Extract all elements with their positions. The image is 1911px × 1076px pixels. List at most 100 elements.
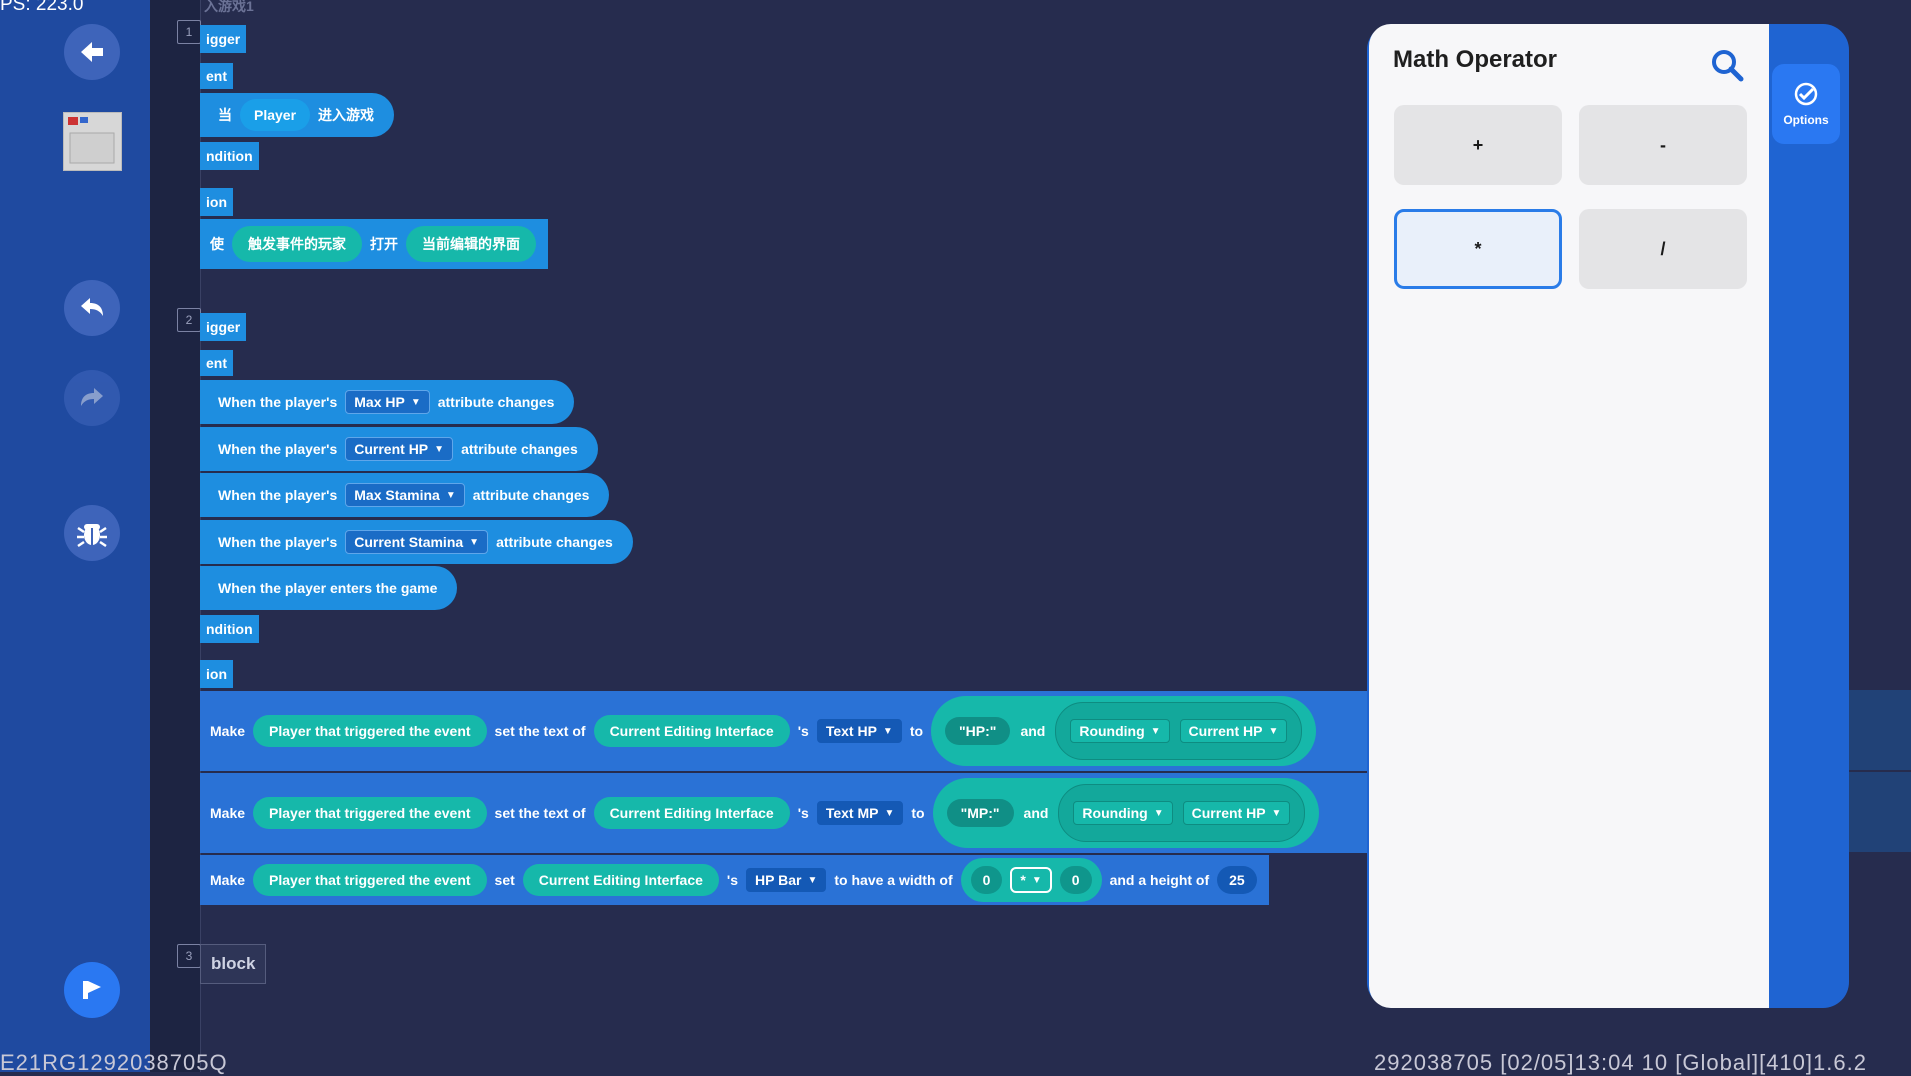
math-block[interactable]: 0 *▼ 0 — [960, 858, 1102, 902]
event-prefix: When the player's — [218, 441, 338, 457]
event-header-2[interactable]: ent — [200, 350, 233, 376]
func-value: Rounding — [1079, 723, 1145, 739]
play-flag-icon — [83, 981, 101, 999]
event-text: When the player enters the game — [218, 580, 438, 596]
rounding-block[interactable]: Rounding ▼ Current HP▼ — [1058, 784, 1306, 842]
attr-dropdown[interactable]: Current Stamina▼ — [345, 530, 489, 554]
action-set-text-hp[interactable]: Make Player that triggered the event set… — [200, 691, 1372, 771]
concat-block[interactable]: "MP:" and Rounding ▼ Current HP▼ — [932, 778, 1320, 848]
event-block-enter-cn[interactable]: 当 Player 进入游戏 — [200, 93, 395, 137]
operand-b[interactable]: 0 — [1059, 866, 1092, 894]
action-header-2[interactable]: ion — [200, 660, 233, 688]
offscreen-block-remnant — [1849, 690, 1911, 770]
current-ui-chip[interactable]: Current Editing Interface — [593, 715, 790, 747]
attr-dropdown[interactable]: Max HP▼ — [345, 390, 430, 414]
attr-dropdown[interactable]: Current HP▼ — [1182, 801, 1291, 825]
section-number-2: 2 — [177, 308, 201, 332]
event-max-hp[interactable]: When the player's Max HP▼ attribute chan… — [200, 380, 575, 424]
trigger-player-chip[interactable]: Player that triggered the event — [253, 715, 487, 747]
string-literal[interactable]: "HP:" — [945, 717, 1011, 745]
set-label: set — [494, 872, 515, 888]
current-ui-chip[interactable]: 当前编辑的界面 — [406, 226, 536, 262]
height-label: and a height of — [1109, 872, 1210, 888]
rounding-block[interactable]: Rounding ▼ Current HP▼ — [1055, 702, 1303, 760]
fps-counter: PS: 223.0 — [0, 0, 84, 15]
map-thumbnail[interactable] — [63, 112, 122, 171]
event-current-hp[interactable]: When the player's Current HP▼ attribute … — [200, 427, 598, 471]
caret-down-icon: ▼ — [1150, 725, 1161, 737]
event-prefix: When the player's — [218, 534, 338, 550]
back-button[interactable] — [64, 24, 120, 80]
player-chip[interactable]: Player — [240, 99, 311, 131]
field-dropdown[interactable]: Text MP▼ — [816, 801, 904, 825]
event-max-stamina[interactable]: When the player's Max Stamina▼ attribute… — [200, 473, 610, 517]
attr-value: Max Stamina — [354, 487, 440, 503]
set-text-label: set the text of — [494, 723, 586, 739]
and-label: and — [1023, 805, 1049, 821]
trigger-player-chip[interactable]: Player that triggered the event — [253, 797, 487, 829]
section-1-title: 入游戏1 — [204, 0, 254, 14]
trigger-player-chip[interactable]: 触发事件的玩家 — [232, 226, 362, 262]
possessive-label: 's — [797, 723, 809, 739]
operand-a[interactable]: 0 — [970, 866, 1003, 894]
trigger-player-chip[interactable]: Player that triggered the event — [253, 864, 487, 896]
field-value: HP Bar — [755, 872, 802, 888]
caret-down-icon: ▼ — [1153, 807, 1164, 819]
trigger-header-2[interactable]: igger — [200, 313, 247, 341]
width-label: to have a width of — [834, 872, 953, 888]
possessive-label: 's — [726, 872, 739, 888]
field-dropdown[interactable]: Text HP ▼ — [816, 719, 902, 743]
operator-dropdown[interactable]: *▼ — [1010, 867, 1052, 893]
current-ui-chip[interactable]: Current Editing Interface — [593, 797, 790, 829]
search-icon[interactable] — [1710, 48, 1744, 82]
caret-down-icon: ▼ — [445, 489, 456, 501]
options-tab[interactable]: Options — [1772, 64, 1840, 144]
map-preview-icon — [68, 117, 115, 164]
action-op: 打开 — [370, 236, 398, 252]
attr-dropdown[interactable]: Current HP▼ — [1179, 719, 1288, 743]
device-id: E21RG1292038705Q — [0, 1050, 228, 1075]
concat-block[interactable]: "HP:" and Rounding▼ Current HP▼ — [931, 696, 1317, 766]
redo-button[interactable] — [64, 370, 120, 426]
operator-multiply-button[interactable]: * — [1394, 209, 1562, 289]
height-value[interactable]: 25 — [1217, 866, 1257, 894]
make-label: Make — [210, 723, 246, 739]
event-current-stamina[interactable]: When the player's Current Stamina▼ attri… — [200, 520, 633, 564]
empty-block[interactable]: block — [200, 944, 267, 984]
attr-dropdown[interactable]: Max Stamina ▼ — [345, 483, 465, 507]
action-set-text-mp[interactable]: Make Player that triggered the event set… — [200, 773, 1372, 853]
action-header[interactable]: ion — [200, 188, 233, 216]
event-enter-game[interactable]: When the player enters the game — [200, 566, 458, 610]
session-info: 292038705 [02/05]13:04 10 [Global][410]1… — [1374, 1050, 1867, 1075]
run-button[interactable] — [64, 962, 120, 1018]
field-dropdown[interactable]: HP Bar▼ — [746, 868, 827, 892]
field-value: Text HP — [825, 723, 877, 739]
condition-header[interactable]: ndition — [200, 142, 259, 170]
caret-down-icon: ▼ — [882, 725, 893, 737]
undo-button[interactable] — [64, 280, 120, 336]
condition-header-2[interactable]: ndition — [200, 615, 259, 643]
event-header[interactable]: ent — [200, 63, 233, 89]
action-set-hp-bar-size[interactable]: Make Player that triggered the event set… — [200, 855, 1269, 905]
event-suffix: attribute changes — [461, 441, 578, 457]
func-value: Rounding — [1082, 805, 1148, 821]
operator-plus-button[interactable]: + — [1394, 105, 1562, 185]
attr-value: Current Stamina — [354, 534, 464, 550]
action-block-open-ui[interactable]: 使 触发事件的玩家 打开 当前编辑的界面 — [200, 219, 548, 269]
rounding-dropdown[interactable]: Rounding ▼ — [1070, 719, 1170, 743]
trigger-header[interactable]: igger — [200, 25, 247, 53]
make-label: Make — [210, 872, 246, 888]
caret-down-icon: ▼ — [1271, 807, 1282, 819]
rounding-dropdown[interactable]: Rounding ▼ — [1073, 801, 1173, 825]
attr-value: Current HP — [1188, 723, 1263, 739]
debug-button[interactable] — [64, 505, 120, 561]
operator-minus-button[interactable]: - — [1579, 105, 1747, 185]
caret-down-icon: ▼ — [434, 443, 445, 455]
string-literal[interactable]: "MP:" — [946, 799, 1014, 827]
operator-divide-button[interactable]: / — [1579, 209, 1747, 289]
bug-icon — [77, 524, 107, 548]
attr-dropdown[interactable]: Current HP▼ — [345, 437, 454, 461]
current-ui-chip[interactable]: Current Editing Interface — [522, 864, 719, 896]
make-label: Make — [210, 805, 246, 821]
set-text-label: set the text of — [494, 805, 586, 821]
